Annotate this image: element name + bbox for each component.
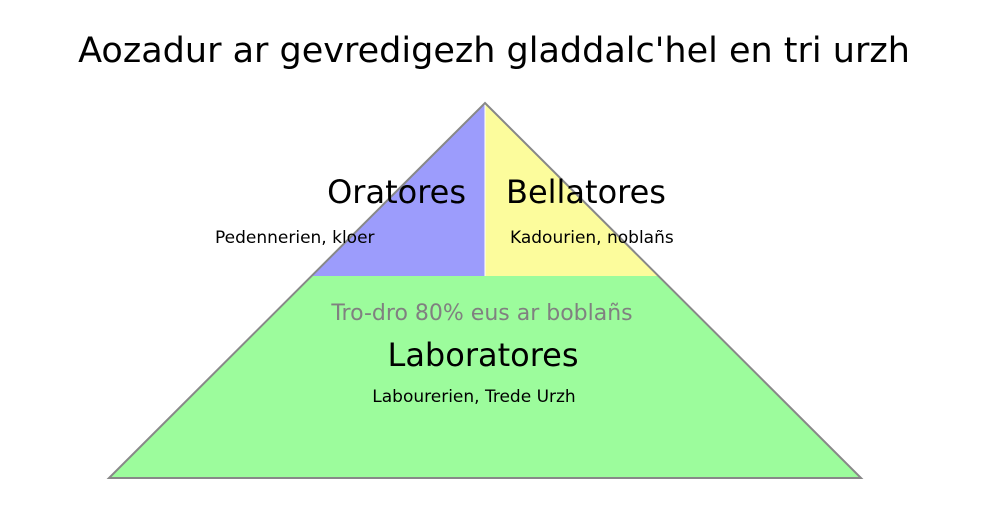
oratores-description: Pedennerien, kloer — [215, 228, 375, 248]
oratores-label: Oratores — [327, 173, 466, 211]
laboratores-label: Laboratores — [387, 336, 578, 374]
diagram-title: Aozadur ar gevredigezh gladdalc'hel en t… — [78, 31, 910, 71]
laboratores-description: Labourerien, Trede Urzh — [372, 387, 575, 407]
pyramid-outline — [106, 101, 864, 479]
population-note: Tro-dro 80% eus ar boblañs — [330, 301, 632, 326]
laboratores-region — [109, 276, 861, 478]
bellatores-description: Kadourien, noblañs — [510, 228, 674, 248]
bellatores-label: Bellatores — [506, 173, 666, 211]
